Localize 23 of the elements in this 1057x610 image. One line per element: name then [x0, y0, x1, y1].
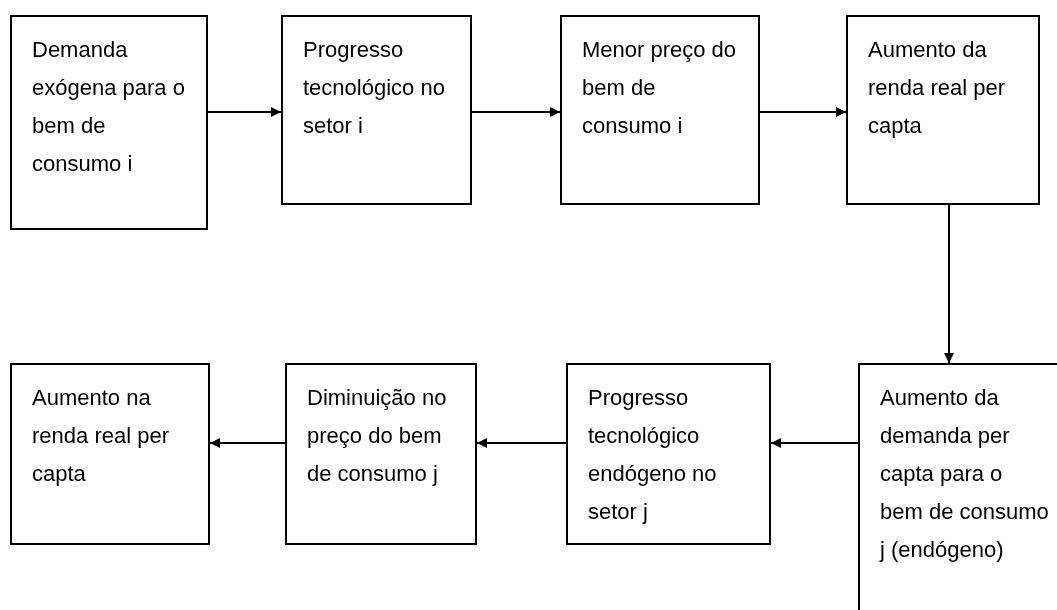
arrow: [476, 438, 567, 448]
arrow: [944, 204, 954, 364]
box-text: Progresso tecnológico endógeno no setor j: [588, 384, 718, 526]
box-text: Aumento na renda real per capta: [32, 384, 170, 488]
process-box: [858, 363, 1057, 610]
process-box: [10, 363, 210, 545]
process-box: [566, 363, 771, 545]
process-box: [560, 15, 760, 205]
process-box: [10, 15, 208, 230]
process-box: [285, 363, 477, 545]
arrow: [471, 107, 561, 117]
box-text: Aumento da renda real per capta: [868, 36, 1006, 140]
box-text: Menor preço do bem de consumo i: [582, 36, 738, 140]
box-text: Aumento da demanda per capta para o bem de consumo j (endógeno): [880, 384, 1049, 564]
process-box: [846, 15, 1040, 205]
arrow: [207, 107, 282, 117]
arrow: [209, 438, 286, 448]
box-text: Demanda exógena para o bem de consumo i: [32, 36, 186, 178]
arrow: [770, 438, 859, 448]
box-text: Diminuição no preço do bem de consumo j: [307, 384, 448, 488]
box-text: Progresso tecnológico no setor i: [303, 36, 446, 140]
process-box: [281, 15, 472, 205]
arrow: [759, 107, 847, 117]
